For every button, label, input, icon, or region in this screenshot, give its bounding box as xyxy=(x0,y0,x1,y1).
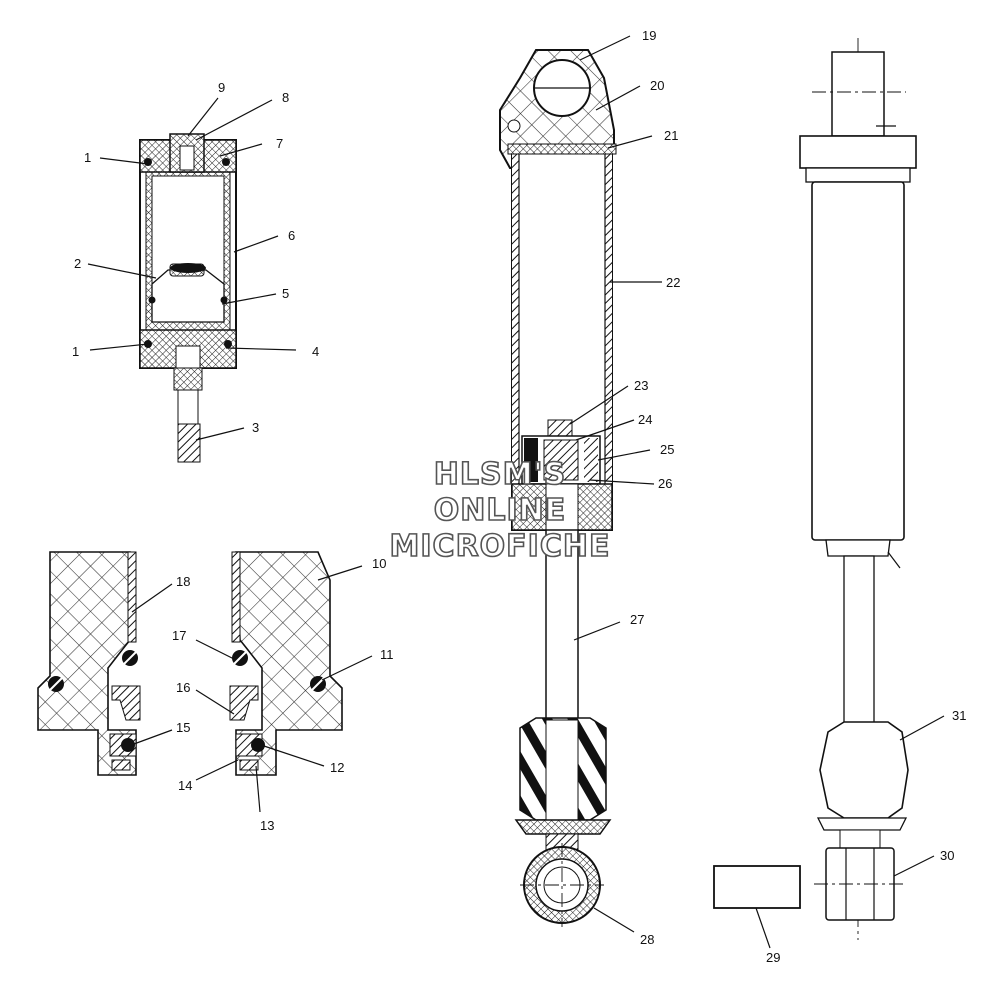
callout-22: 22 xyxy=(666,275,680,290)
callout-3: 3 xyxy=(252,420,259,435)
bushing-sleeve-part-29 xyxy=(713,865,801,909)
callout-6: 6 xyxy=(288,228,295,243)
shock-body-section xyxy=(499,49,617,927)
callout-14: 14 xyxy=(178,778,192,793)
callout-7: 7 xyxy=(276,136,283,151)
watermark-line-3: MICROFICHE xyxy=(390,529,611,564)
watermark: HLSM'S ONLINE MICROFICHE xyxy=(389,456,611,565)
callout-20: 20 xyxy=(650,78,664,93)
callout-29: 29 xyxy=(766,950,780,965)
callout-5: 5 xyxy=(282,286,289,301)
callout-24: 24 xyxy=(638,412,652,427)
seal-head-section xyxy=(37,551,343,776)
callout-8: 8 xyxy=(282,90,289,105)
watermark-line-2: ONLINE xyxy=(434,493,567,528)
callout-11: 11 xyxy=(380,647,394,662)
callout-30: 30 xyxy=(940,848,954,863)
callout-23: 23 xyxy=(634,378,648,393)
callout-21: 21 xyxy=(664,128,678,143)
callout-4: 4 xyxy=(312,344,319,359)
callout-10: 10 xyxy=(372,556,386,571)
callout-13: 13 xyxy=(260,818,274,833)
callout-19: 19 xyxy=(642,28,656,43)
callout-17: 17 xyxy=(172,628,186,643)
callout-27: 27 xyxy=(630,612,644,627)
callout-12: 12 xyxy=(330,760,344,775)
reservoir-assembly xyxy=(139,133,237,463)
callout-1-bottom: 1 xyxy=(72,344,79,359)
callout-18: 18 xyxy=(176,574,190,589)
callout-26: 26 xyxy=(658,476,672,491)
callout-31: 31 xyxy=(952,708,966,723)
callout-15: 15 xyxy=(176,720,190,735)
watermark-line-1: HLSM'S xyxy=(434,457,566,492)
callout-1-top: 1 xyxy=(84,150,91,165)
callout-2: 2 xyxy=(74,256,81,271)
callout-16: 16 xyxy=(176,680,190,695)
leader-lines xyxy=(87,35,945,949)
callout-9: 9 xyxy=(218,80,225,95)
callout-labels: 1 2 3 4 5 6 7 8 9 1 10 11 12 13 14 15 16… xyxy=(72,28,966,965)
callout-25: 25 xyxy=(660,442,674,457)
shock-exterior-view xyxy=(799,38,917,940)
callout-28: 28 xyxy=(640,932,654,947)
